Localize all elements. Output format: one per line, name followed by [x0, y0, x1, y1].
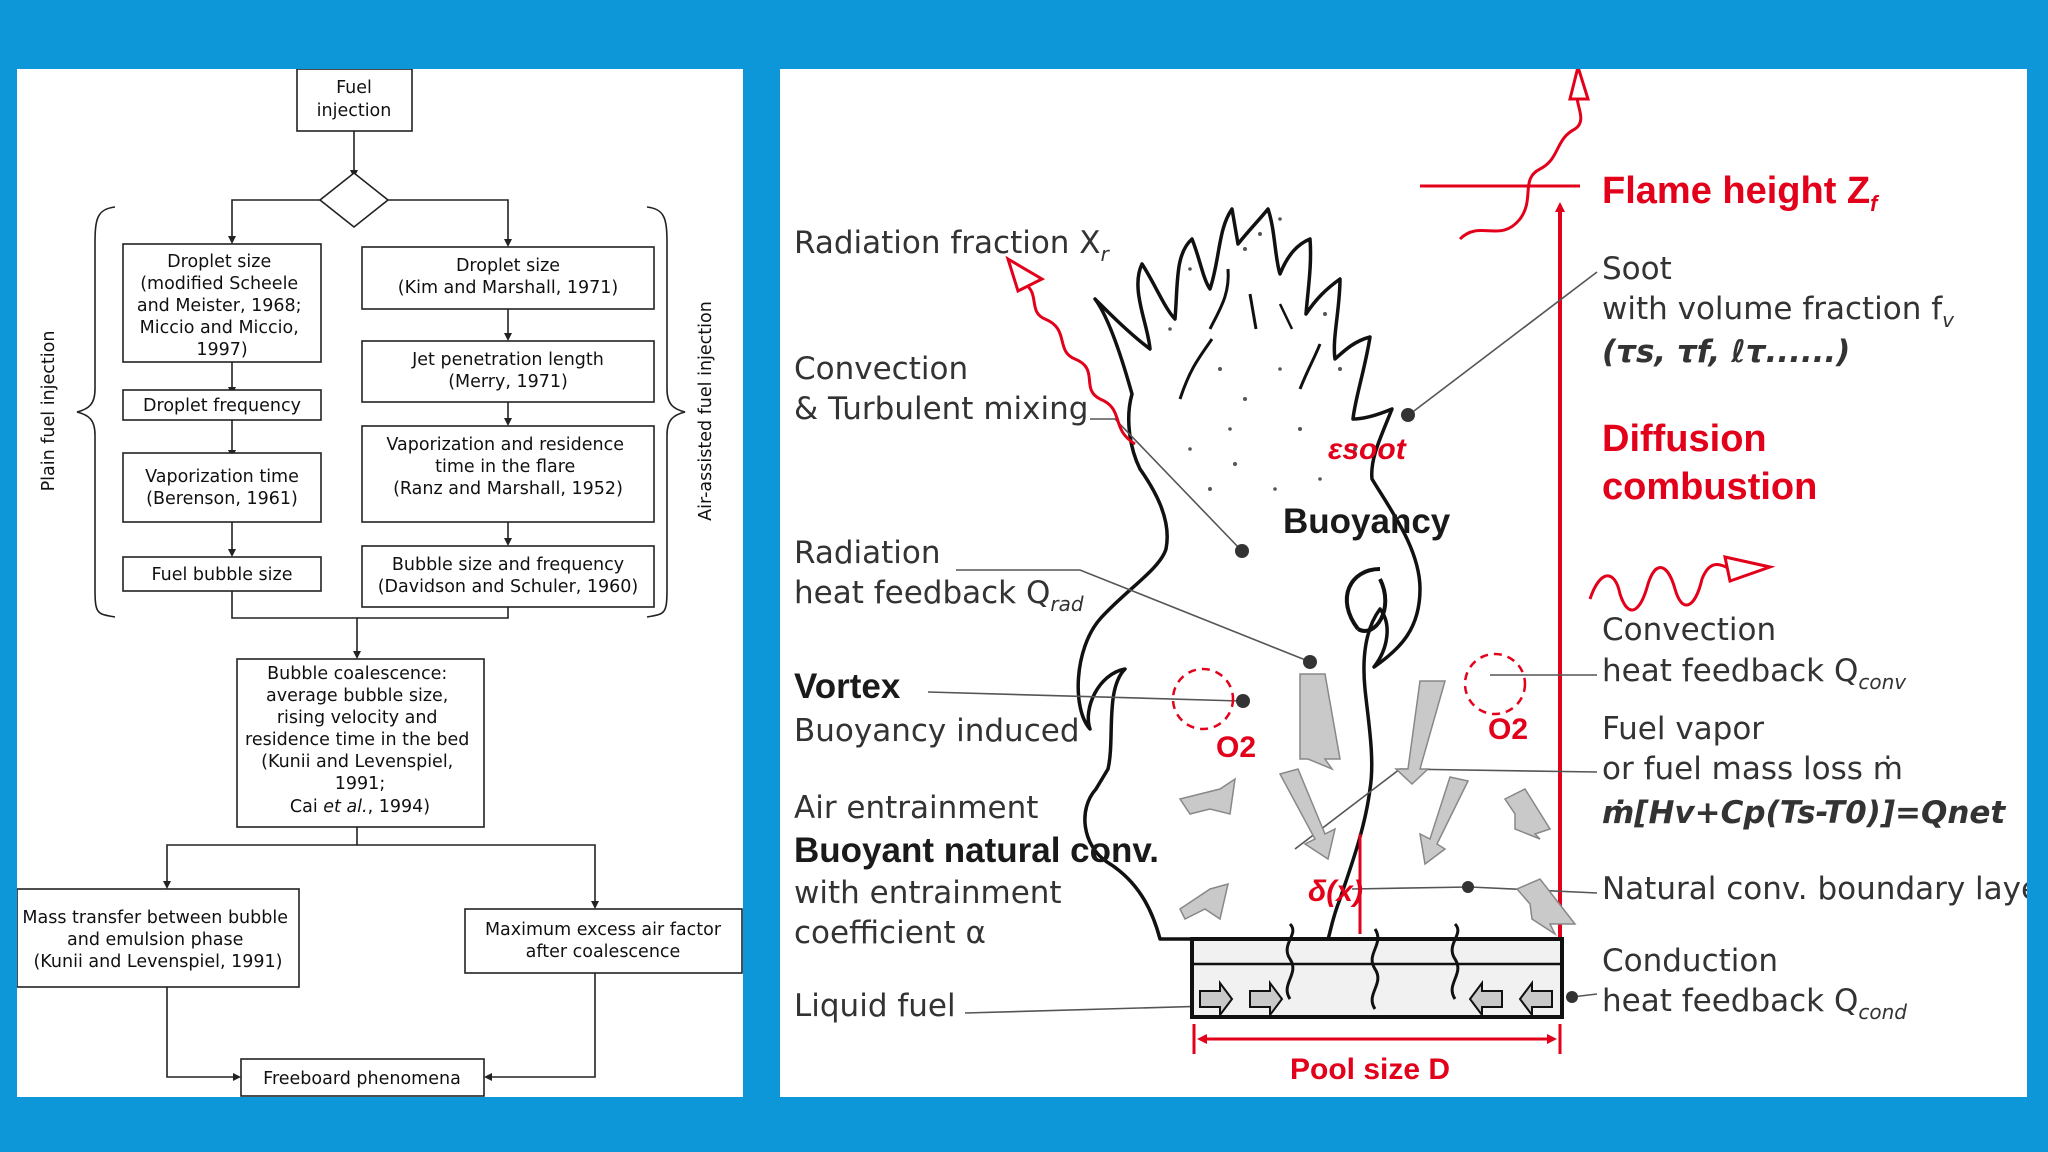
leader-convection: [1090, 418, 1241, 550]
box-freeboard-phenomena: Freeboard phenomena: [240, 1058, 485, 1097]
radiation-wave-top: [1458, 87, 1583, 241]
svg-text:Freeboard phenomena: Freeboard phenomena: [263, 1069, 461, 1089]
box-vaporization-time: Vaporization time(Berenson, 1961): [122, 452, 322, 523]
left-brace: [76, 206, 116, 618]
box-droplet-size-air: Droplet size(Kim and Marshall, 1971): [361, 246, 655, 310]
fuel-vapor-squiggles: [1285, 922, 1460, 1010]
label-natural-boundary-layer: Natural conv. boundary layer: [1602, 871, 2027, 907]
radiation-wave-right: [1588, 563, 1731, 612]
pool-fire-diagram: Radiation fraction Xr Convection& Turbul…: [794, 69, 2027, 1086]
label-buoyant-natural-conv: Buoyant natural conv.: [794, 831, 1159, 870]
label-o2-left: O2: [1216, 731, 1256, 764]
leader-radiation: [956, 569, 1309, 662]
box-mass-transfer: Mass transfer between bubble and emulsio…: [17, 888, 300, 988]
svg-text:Fuel bubble size: Fuel bubble size: [152, 565, 293, 585]
svg-text:Bubble size and frequency(Davi: Bubble size and frequency(Davidson and S…: [378, 555, 639, 597]
svg-text:Droplet frequency: Droplet frequency: [143, 396, 301, 416]
label-vortex: Vortex: [794, 667, 901, 706]
buoyancy-swirl: [1344, 567, 1388, 633]
box-droplet-size-plain: Droplet size (modified Scheele and Meist…: [122, 243, 322, 363]
box-bubble-size-frequency: Bubble size and frequency(Davidson and S…: [361, 545, 655, 608]
label-liquid-fuel: Liquid fuel: [794, 988, 956, 1024]
pool-side-arrows: [1199, 980, 1553, 1018]
svg-text:Bubble coalescence: aver: Bubble coalescence: average bubble size,…: [245, 664, 475, 794]
leader-soot: [1409, 271, 1598, 415]
label-buoyancy-induced: Buoyancy induced: [794, 713, 1080, 749]
label-radiation-fraction: Radiation fraction Xr: [794, 225, 1111, 266]
radiation-wave-left-head: [1005, 255, 1046, 294]
radiation-wave-right-head: [1723, 555, 1776, 583]
decision-diamond: [318, 171, 390, 229]
label-delta: δ(x): [1308, 875, 1363, 908]
fuel-injection-flowchart: Plain fuel injection Air-assisted fuel i…: [17, 69, 743, 1097]
label-esoot: εsoot: [1328, 433, 1408, 466]
svg-text:Jet penetration length(Merry,: Jet penetration length(Merry, 1971): [411, 350, 604, 392]
label-energy-balance: ṁ[Hv+Cp(Ts-T0)]=Qnet: [1602, 795, 2006, 831]
vortex-left: [1171, 667, 1235, 731]
label-pool-size: Pool size D: [1290, 1053, 1450, 1086]
svg-text:Droplet size (modified S: Droplet size (modified Scheele and Meist…: [137, 252, 307, 360]
svg-text:Vaporization and residence: Vaporization and residence time in the f…: [386, 435, 629, 499]
label-convection-turbulent: Convection& Turbulent mixing: [794, 351, 1088, 427]
entrainment-arrows: [1178, 673, 1577, 937]
label-soot-volume-fraction: with volume fraction fv: [1602, 291, 1955, 332]
air-assisted-fuel-injection-label: Air-assisted fuel injection: [696, 301, 716, 521]
box-fuel-bubble-size: Fuel bubble size: [122, 556, 322, 592]
box-bubble-coalescence: Bubble coalescence: average bubble size,…: [236, 658, 485, 828]
pool-fire-panel: Radiation fraction Xr Convection& Turbul…: [780, 69, 2027, 1097]
flowchart-panel: Plain fuel injection Air-assisted fuel i…: [17, 69, 743, 1097]
flame-plume: [1076, 207, 1422, 941]
label-soot: Soot: [1602, 251, 1672, 287]
label-air-entrainment: Air entrainment: [794, 790, 1038, 826]
svg-text:Mass transfer between bubble: Mass transfer between bubble and emulsio…: [22, 908, 293, 972]
flowchart-connectors: [166, 131, 596, 1078]
label-buoyancy: Buoyancy: [1283, 502, 1451, 541]
right-brace: [646, 206, 686, 618]
svg-text:Vaporization time(Berenson, 19: Vaporization time(Berenson, 1961): [145, 467, 299, 509]
radiation-wave-top-head: [1568, 69, 1591, 101]
plain-fuel-injection-label: Plain fuel injection: [39, 331, 59, 492]
vortex-right: [1463, 652, 1527, 716]
svg-text:Cai et al., 1994): Cai et al., 1994): [290, 797, 430, 817]
svg-text:Droplet size(Kim and Marshall,: Droplet size(Kim and Marshall, 1971): [398, 256, 618, 298]
label-flame-height: Flame height Zf: [1602, 170, 1880, 216]
label-o2-right: O2: [1488, 713, 1528, 746]
radiation-wave-left: [1024, 282, 1136, 446]
soot-particles: [1168, 217, 1357, 491]
label-soot-params: (τs, τf, ℓτ......): [1602, 334, 1850, 370]
box-jet-penetration: Jet penetration length(Merry, 1971): [361, 340, 655, 403]
leader-vortex: [927, 691, 1241, 702]
box-droplet-frequency: Droplet frequency: [122, 389, 322, 421]
box-vaporization-residence: Vaporization and residence time in the f…: [361, 425, 655, 523]
